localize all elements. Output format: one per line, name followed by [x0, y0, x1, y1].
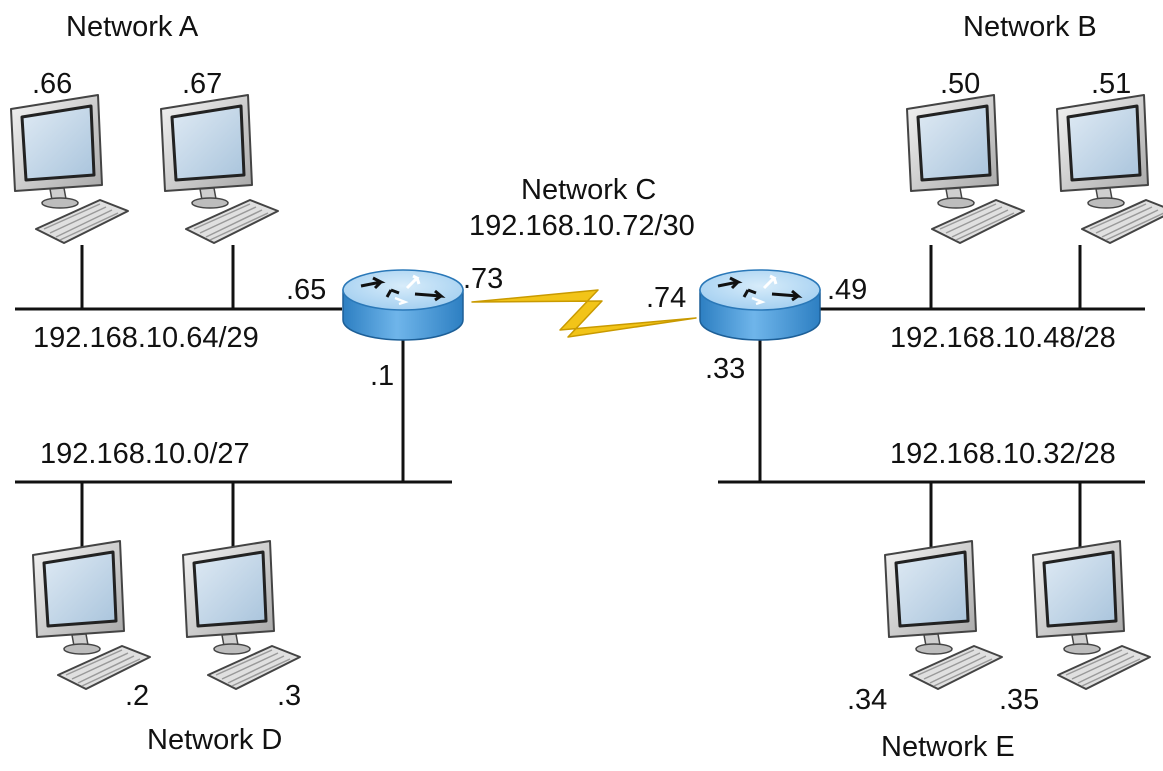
network-e-subnet: 192.168.10.32/28 [890, 438, 1116, 470]
workstation-icon-34[interactable] [883, 539, 1004, 691]
network-c-name: Network C [521, 174, 657, 206]
workstation-icon-66[interactable] [9, 93, 130, 245]
router-left-port-d: .1 [370, 360, 395, 392]
workstation-icon-3[interactable] [181, 539, 302, 691]
host-34-label: .34 [847, 684, 888, 716]
serial-link-icon [471, 289, 697, 338]
workstation-icon-51[interactable] [1055, 93, 1163, 245]
network-b-subnet: 192.168.10.48/28 [890, 322, 1116, 354]
router-right-port-c: .74 [646, 282, 687, 314]
host-35-label: .35 [999, 684, 1040, 716]
workstation-icon-50[interactable] [905, 93, 1026, 245]
workstation-icon-67[interactable] [159, 93, 280, 245]
router-left-port-c: .73 [463, 263, 504, 295]
network-a-subnet: 192.168.10.64/29 [33, 322, 259, 354]
workstation-icon-2[interactable] [31, 539, 152, 691]
host-67-label: .67 [182, 68, 223, 100]
host-50-label: .50 [940, 68, 981, 100]
network-lines [15, 245, 1145, 553]
router-right-port-b: .49 [827, 274, 868, 306]
workstation-icon-35[interactable] [1031, 539, 1152, 691]
router-right-port-e: .33 [705, 353, 746, 385]
network-d-name: Network D [147, 724, 283, 756]
host-3-label: .3 [277, 680, 302, 712]
network-d-subnet: 192.168.10.0/27 [40, 438, 250, 470]
network-c-subnet: 192.168.10.72/30 [469, 210, 695, 242]
router-icon-right[interactable] [698, 268, 822, 342]
router-icon-left[interactable] [341, 268, 465, 342]
network-a-name: Network A [66, 11, 199, 43]
host-66-label: .66 [32, 68, 73, 100]
router-left-port-a: .65 [286, 274, 327, 306]
network-e-name: Network E [881, 731, 1015, 763]
host-2-label: .2 [125, 680, 150, 712]
host-51-label: .51 [1091, 68, 1132, 100]
network-b-name: Network B [963, 11, 1097, 43]
